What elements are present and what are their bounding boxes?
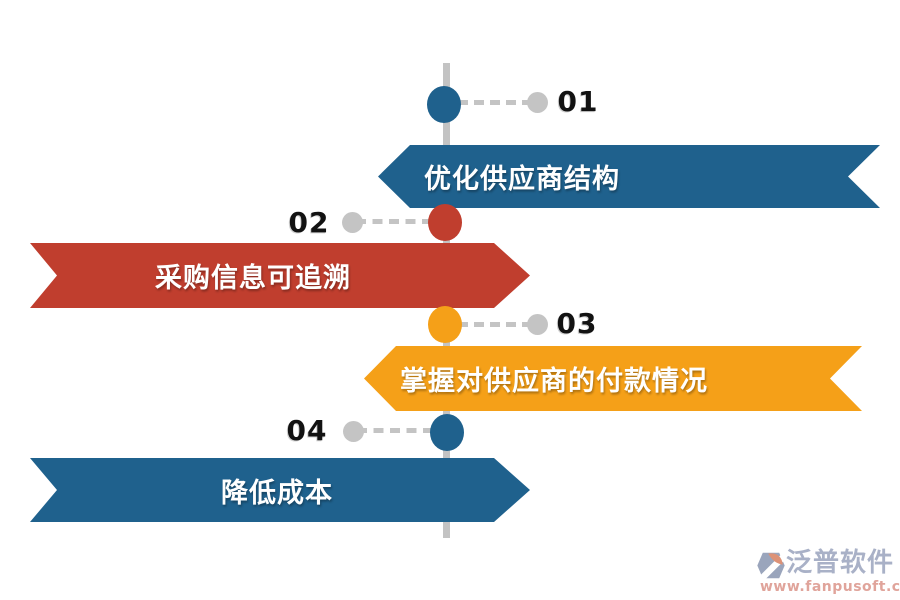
timeline-node-dot-2: [428, 204, 462, 241]
timeline-node-dot-4: [430, 414, 464, 451]
ribbon-banner-3: 掌握对供应商的付款情况: [364, 346, 862, 411]
ribbon-label-2: 采购信息可追溯: [155, 263, 351, 294]
step-number-4: 04: [286, 414, 328, 447]
connector-end-dot-3: [527, 314, 548, 335]
dashed-connector-3: [458, 322, 532, 327]
connector-end-dot-1: [527, 92, 548, 113]
ribbon-banner-1: 优化供应商结构: [378, 145, 880, 208]
connector-end-dot-2: [342, 212, 363, 233]
ribbon-label-1: 优化供应商结构: [424, 164, 620, 195]
dashed-connector-4: [357, 428, 433, 433]
fanpu-logo-icon: [757, 551, 785, 580]
ribbon-banner-2: 采购信息可追溯: [30, 243, 530, 308]
step-number-2: 02: [288, 206, 330, 239]
ribbon-banner-4: 降低成本: [30, 458, 530, 522]
watermark: 泛普软件 www.fanpusoft.com: [756, 548, 900, 595]
watermark-url-text: www.fanpusoft.com: [760, 579, 900, 595]
watermark-brand-text: 泛普软件: [786, 548, 895, 578]
step-number-1: 01: [557, 85, 599, 118]
ribbon-label-4: 降低成本: [221, 477, 333, 509]
timeline-node-dot-1: [427, 86, 461, 123]
dashed-connector-1: [458, 100, 532, 105]
timeline-node-dot-3: [428, 306, 462, 343]
ribbon-label-3: 掌握对供应商的付款情况: [400, 366, 708, 397]
connector-end-dot-4: [343, 421, 364, 442]
dashed-connector-2: [356, 219, 432, 224]
step-number-3: 03: [556, 307, 598, 340]
